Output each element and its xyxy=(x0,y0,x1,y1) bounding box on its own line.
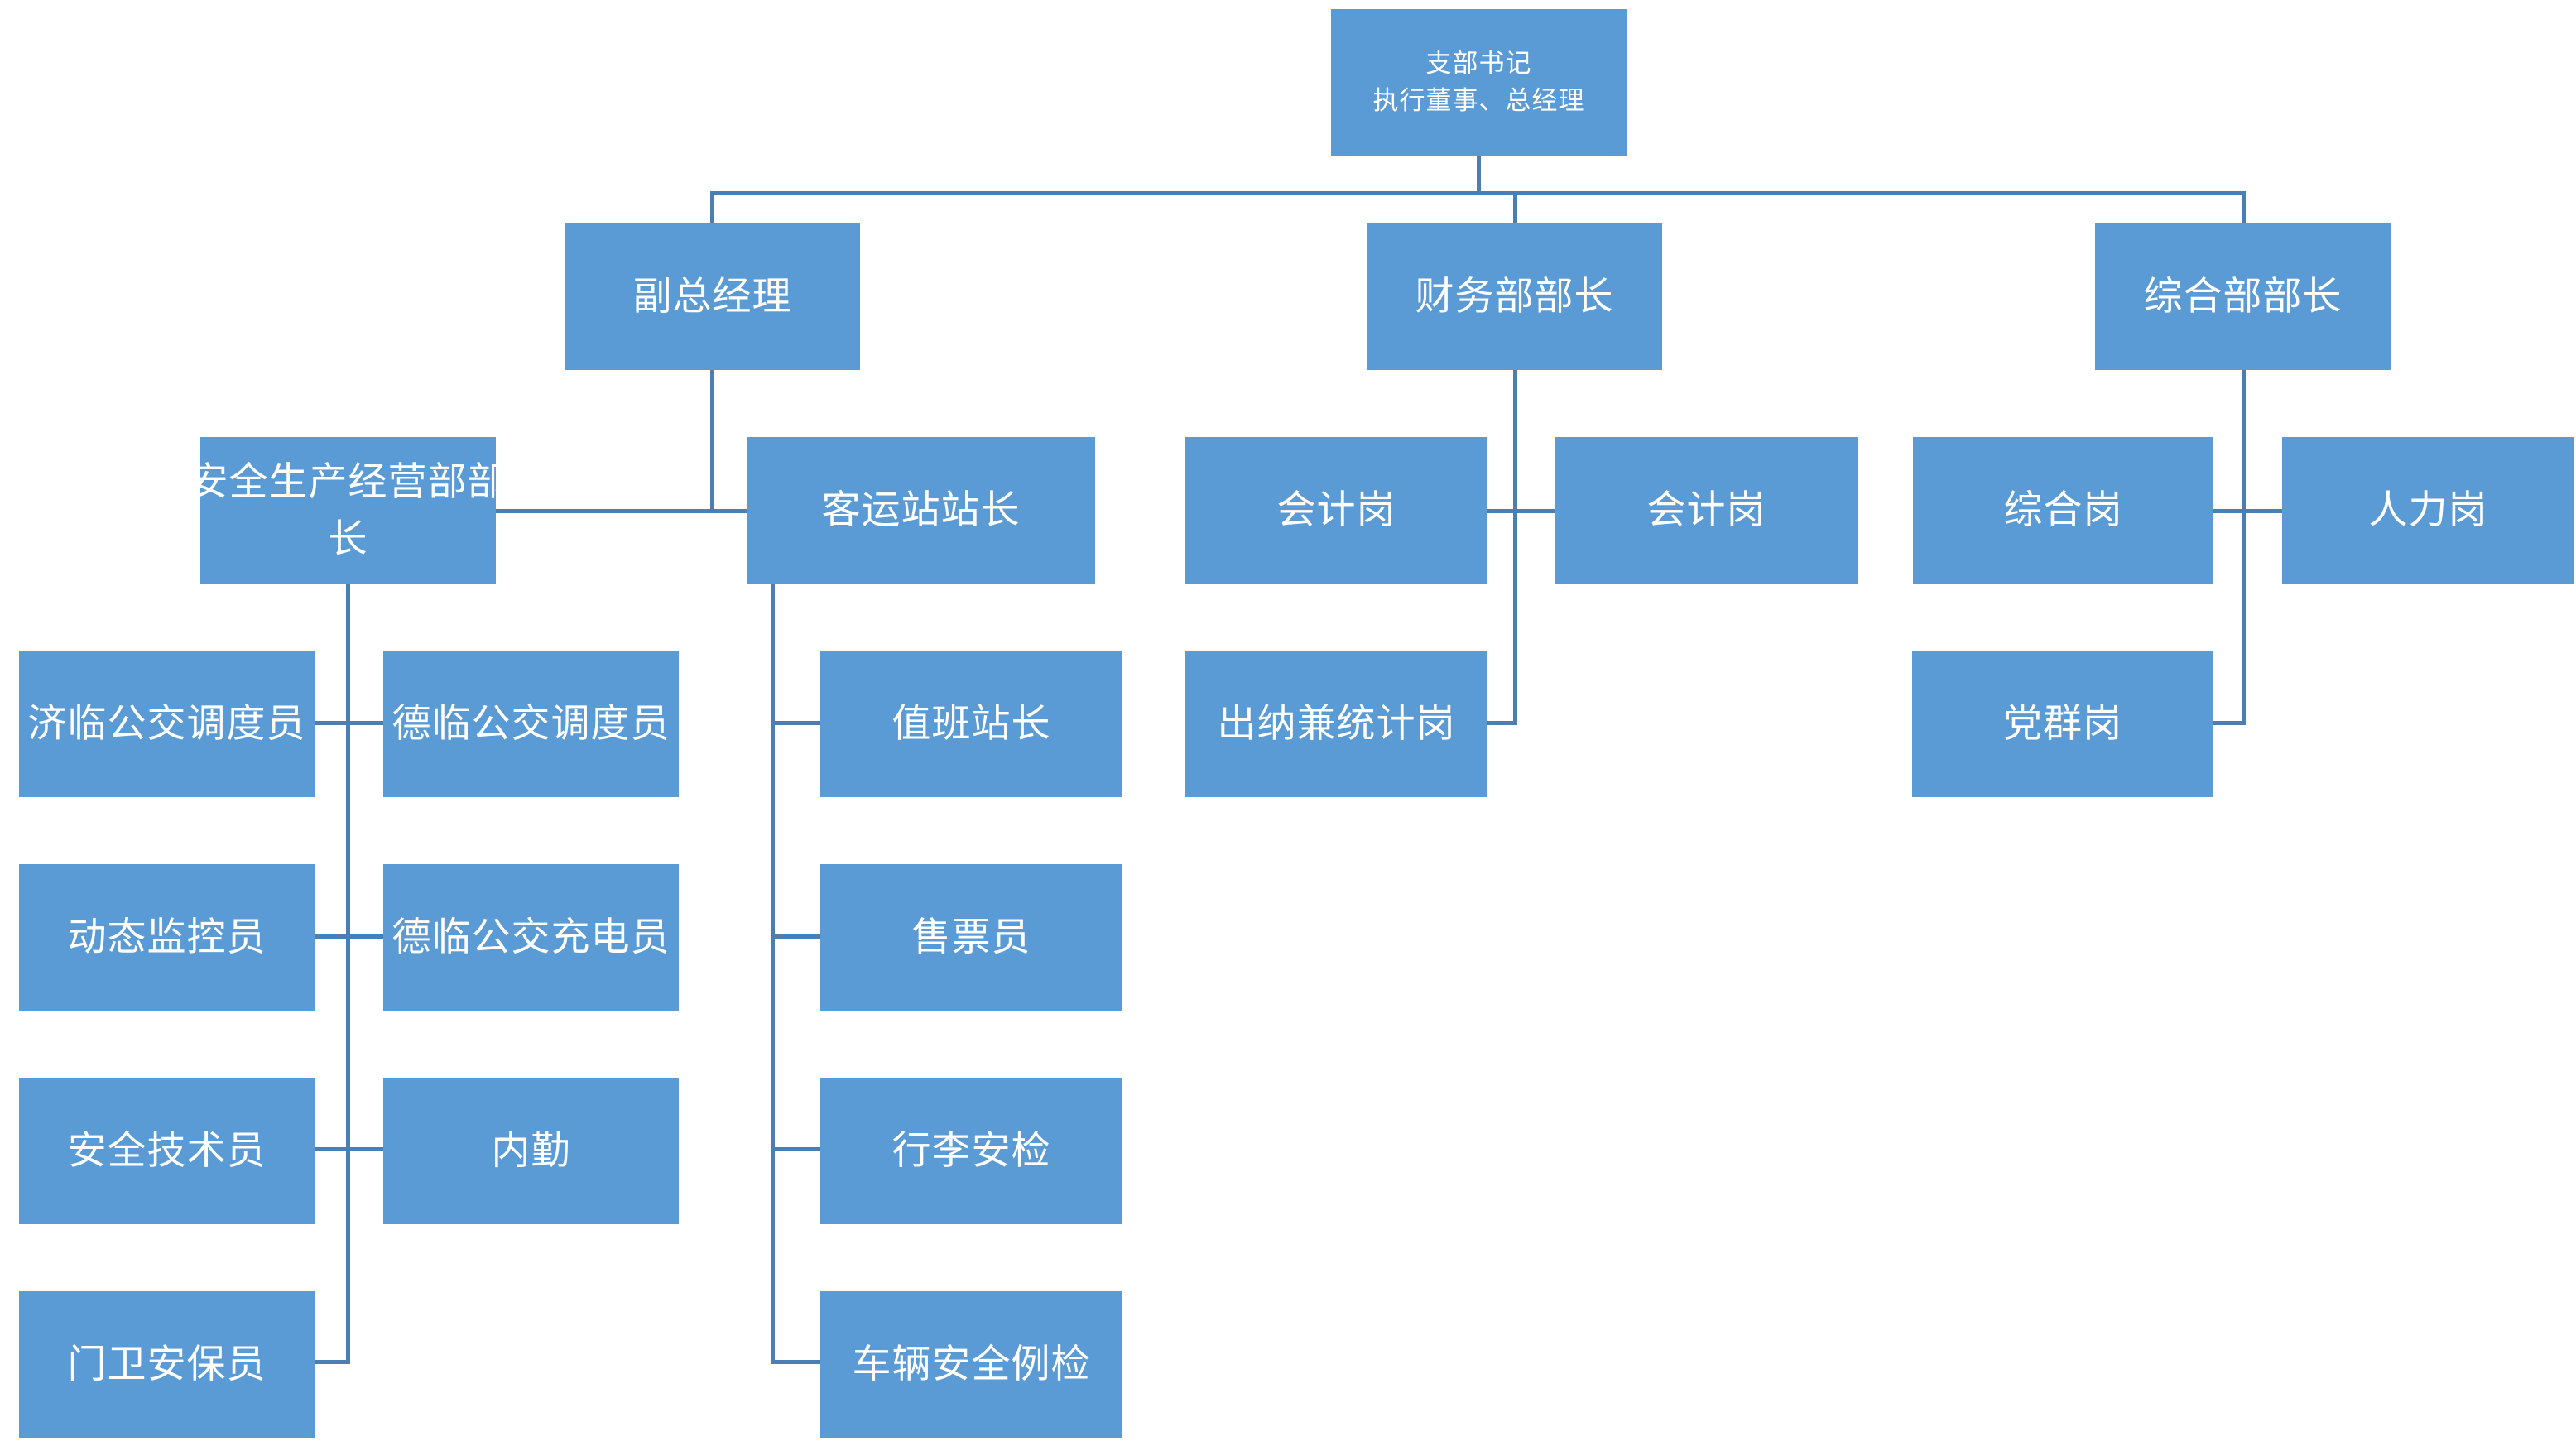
connector-line xyxy=(312,1359,350,1364)
org-node-party-mass-post: 党群岗 xyxy=(1912,651,2213,797)
connector-line xyxy=(312,934,386,939)
node-label: 综合部部长 xyxy=(2143,274,2343,319)
org-node-delin-bus-dispatcher: 德临公交调度员 xyxy=(383,651,679,797)
connector-line xyxy=(312,1146,386,1151)
connector-line xyxy=(709,190,2246,195)
node-label: 安全技术员 xyxy=(67,1128,267,1173)
org-node-dynamic-monitor: 动态监控员 xyxy=(19,864,315,1011)
node-label: 车辆安全例检 xyxy=(852,1342,1091,1386)
org-node-accounting-post-2: 会计岗 xyxy=(1555,437,1858,584)
connector-line xyxy=(1512,190,1517,226)
node-label: 会计岗 xyxy=(1276,488,1396,532)
org-node-finance-dept-head: 财务部部长 xyxy=(1367,223,1662,370)
node-label: 综合岗 xyxy=(2003,488,2123,532)
connector-line xyxy=(2211,508,2285,513)
node-label: 门卫安保员 xyxy=(67,1342,267,1386)
connector-line xyxy=(1485,508,1558,513)
node-label: 党群岗 xyxy=(2003,701,2122,746)
connector-line xyxy=(2241,190,2246,226)
org-node-delin-bus-charger: 德临公交充电员 xyxy=(383,864,679,1011)
node-label: 执行董事、总经理 xyxy=(1372,85,1585,115)
node-label: 值班站长 xyxy=(892,701,1051,746)
node-label: 人力岗 xyxy=(2368,488,2488,532)
node-label: 济临公交调度员 xyxy=(27,701,306,746)
org-node-safety-technician: 安全技术员 xyxy=(19,1078,315,1224)
node-label: 客运站站长 xyxy=(821,488,1021,532)
node-label: 支部书记 xyxy=(1425,48,1532,78)
org-node-jilin-bus-dispatcher: 济临公交调度员 xyxy=(19,651,315,797)
org-node-passenger-station-master: 客运站站长 xyxy=(747,437,1095,584)
org-node-gate-security-guard: 门卫安保员 xyxy=(19,1291,315,1438)
org-node-ticket-seller: 售票员 xyxy=(820,864,1122,1011)
node-label: 副总经理 xyxy=(632,274,792,319)
org-node-general-affairs-post: 综合岗 xyxy=(1913,437,2213,584)
node-label: 安全生产经营部部 xyxy=(189,459,507,504)
connector-line xyxy=(2211,720,2246,725)
org-node-vehicle-safety-inspection: 车辆安全例检 xyxy=(820,1291,1122,1438)
org-node-deputy-general-manager: 副总经理 xyxy=(565,223,860,370)
connector-line xyxy=(1512,368,1517,725)
node-label: 德临公交充电员 xyxy=(392,915,670,959)
connector-line xyxy=(1476,153,1481,195)
node-label: 内勤 xyxy=(491,1128,571,1173)
connector-line xyxy=(493,508,749,513)
node-label: 财务部部长 xyxy=(1415,274,1614,319)
connector-line xyxy=(1485,720,1517,725)
org-node-hr-post: 人力岗 xyxy=(2282,437,2574,584)
node-label: 行李安检 xyxy=(892,1128,1051,1173)
org-node-safety-production-dept-head: 安全生产经营部部长 xyxy=(190,437,507,584)
connector-line xyxy=(770,1146,823,1151)
node-label: 会计岗 xyxy=(1646,488,1766,532)
node-label: 长 xyxy=(328,516,368,560)
connector-line xyxy=(709,190,714,226)
connector-line xyxy=(312,720,386,725)
node-label: 售票员 xyxy=(911,915,1031,959)
connector-line xyxy=(770,934,823,939)
node-label: 德临公交调度员 xyxy=(392,701,670,746)
org-node-cashier-statistics-post: 出纳兼统计岗 xyxy=(1185,651,1487,797)
org-node-duty-station-master: 值班站长 xyxy=(820,651,1122,797)
connector-line xyxy=(770,720,823,725)
connector-line xyxy=(770,1359,823,1364)
node-label: 动态监控员 xyxy=(67,915,267,959)
connector-line xyxy=(2241,368,2246,725)
org-node-branch-secretary-gm: 支部书记执行董事、总经理 xyxy=(1331,9,1627,156)
connector-line xyxy=(770,581,775,1364)
node-label: 出纳兼统计岗 xyxy=(1217,701,1456,746)
connector-line xyxy=(345,581,350,1364)
org-node-internal-clerk: 内勤 xyxy=(383,1078,679,1224)
connector-line xyxy=(709,368,714,513)
org-node-luggage-security-check: 行李安检 xyxy=(820,1078,1122,1224)
org-node-accounting-post-1: 会计岗 xyxy=(1185,437,1487,584)
org-node-general-dept-head: 综合部部长 xyxy=(2095,223,2391,370)
